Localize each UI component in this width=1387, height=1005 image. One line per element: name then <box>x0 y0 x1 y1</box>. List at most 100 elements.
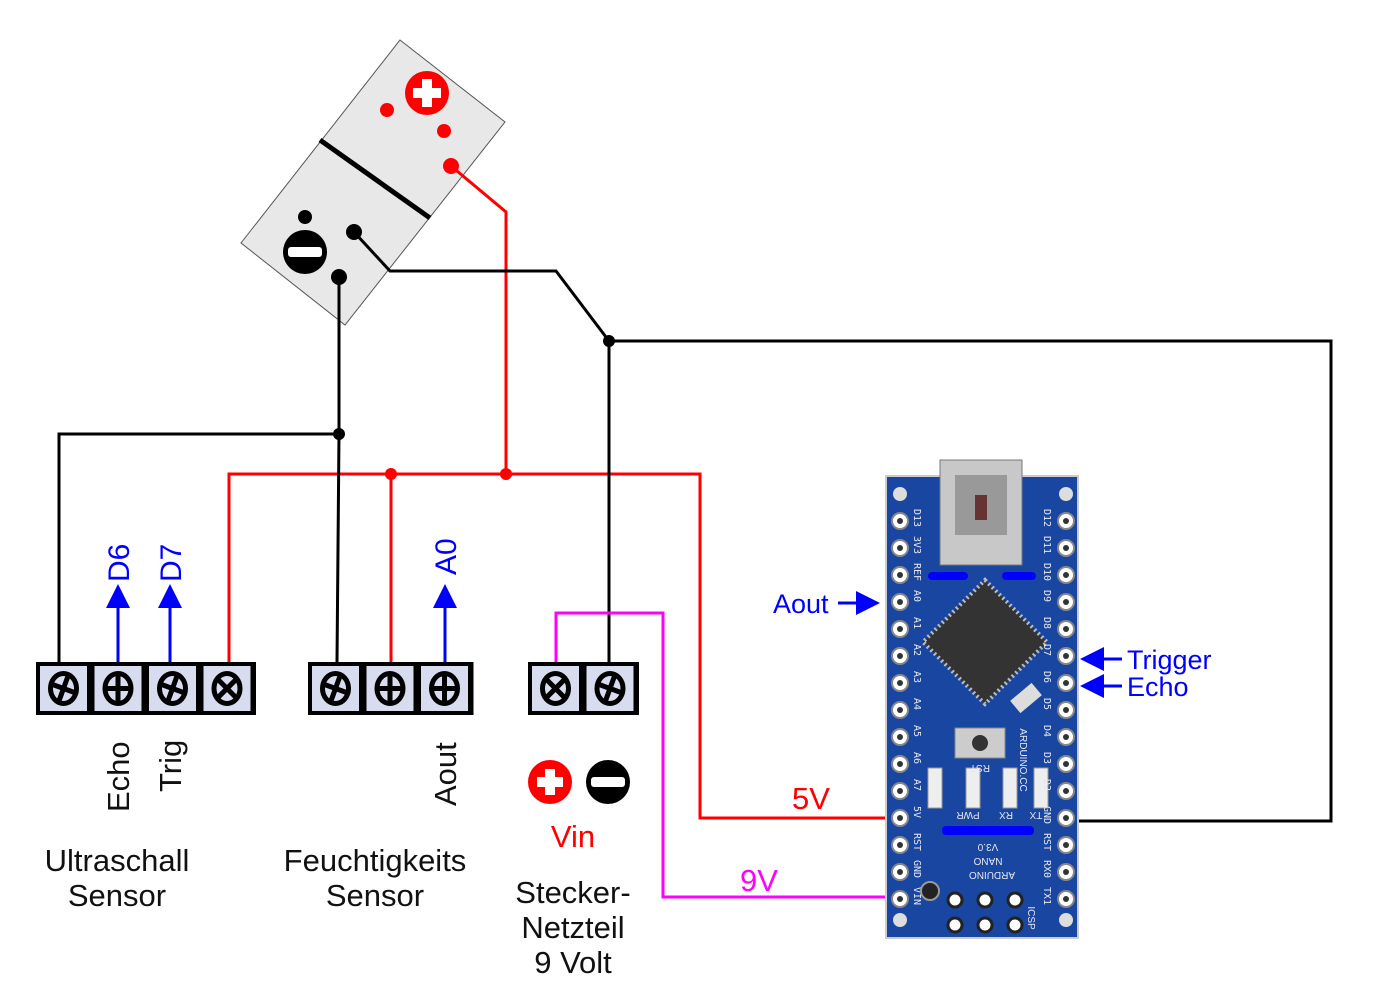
pin-label: RST <box>1041 833 1052 851</box>
wire-red-5v <box>450 164 508 474</box>
board-text-arduino: ARDUINO <box>969 869 1015 880</box>
screw-icon <box>157 671 188 706</box>
pin-label: D13 <box>911 509 922 527</box>
mount-hole <box>1059 913 1073 927</box>
board-text-tx: TX <box>1029 809 1042 820</box>
plus-icon <box>528 760 572 804</box>
pin-label: D12 <box>1041 509 1052 527</box>
pin-trig: Trig <box>153 740 188 792</box>
signal-a0: A0 <box>430 538 463 575</box>
pin-label: A0 <box>911 590 922 602</box>
pin-label: GND <box>1041 806 1052 824</box>
terminal-block-power <box>528 662 639 715</box>
wires <box>57 164 1333 899</box>
pin-label: RX0 <box>1041 860 1052 878</box>
pin-label: A6 <box>911 752 922 764</box>
board-text-version: V3.0 <box>977 841 998 852</box>
wire-black-gnd2 <box>352 230 1333 823</box>
annotation-trigger: Trigger <box>1127 645 1212 675</box>
pin-aout: Aout <box>428 742 463 806</box>
pin-label: D9 <box>1041 590 1052 602</box>
pin-label: TX1 <box>1041 887 1052 905</box>
pin-label: D3 <box>1041 752 1052 764</box>
board-text-nano: NANO <box>973 855 1002 866</box>
usb-connector <box>939 459 1023 566</box>
terminal-blocks <box>36 662 639 715</box>
power-title-2: Netzteil <box>521 910 624 945</box>
pin-label: REF <box>911 563 922 581</box>
annotation-echo: Echo <box>1127 672 1189 702</box>
screw-icon <box>102 671 134 706</box>
led <box>1033 767 1049 809</box>
pin-label: VIN <box>911 887 922 905</box>
wire-red-bus <box>227 472 905 820</box>
wire-label-9v: 9V <box>740 863 778 898</box>
pin-label: 5V <box>911 806 922 818</box>
pin-label: 3V3 <box>911 536 922 554</box>
minus-icon <box>586 760 630 804</box>
led <box>965 767 981 809</box>
mount-hole <box>1059 487 1073 501</box>
led <box>927 767 943 809</box>
icsp-pin <box>1006 916 1024 934</box>
pin-label: D10 <box>1041 563 1052 581</box>
annotation-aout: Aout <box>773 589 829 619</box>
moisture-title-1: Feuchtigkeits <box>284 843 467 878</box>
ultrasonic-title-1: Ultraschall <box>45 843 190 878</box>
screw-icon <box>374 671 406 706</box>
relay <box>240 39 506 326</box>
ultrasonic-title-2: Sensor <box>68 878 166 913</box>
pin-label: RST <box>911 833 922 851</box>
pin-label: A4 <box>911 698 922 710</box>
signal-d6: D6 <box>103 544 136 582</box>
terminal-block-moisture <box>308 662 474 715</box>
board-text-rx: RX <box>999 809 1013 820</box>
moisture-title-2: Sensor <box>326 878 424 913</box>
screw-icon <box>48 671 79 706</box>
pin-label: D6 <box>1041 671 1052 683</box>
pin-label: D5 <box>1041 698 1052 710</box>
icsp-pin <box>946 916 964 934</box>
screw-icon <box>211 671 243 706</box>
icsp-pin <box>946 891 964 909</box>
screw-icon <box>429 671 460 706</box>
pin-label: D4 <box>1041 725 1052 737</box>
pin-label: D11 <box>1041 536 1052 554</box>
pin-label: D7 <box>1041 644 1052 656</box>
wire-magenta-9v <box>554 611 905 899</box>
pin-label: A7 <box>911 779 922 791</box>
board-text-rst: RST <box>970 762 990 773</box>
screw-icon <box>540 671 571 706</box>
pin-label: GND <box>911 860 922 878</box>
pin-label: A1 <box>911 617 922 629</box>
board-text-icsp: ICSP <box>1025 906 1036 930</box>
board-text-arduinocc: ARDUINO.CC <box>1017 728 1028 791</box>
pin-echo: Echo <box>101 741 136 812</box>
wire-black-gnd1 <box>335 277 341 663</box>
icsp-pin <box>976 916 994 934</box>
junctions <box>333 335 615 480</box>
led <box>1002 767 1018 809</box>
pin-label: A5 <box>911 725 922 737</box>
signal-d7: D7 <box>155 544 188 582</box>
screw-icon <box>320 671 351 706</box>
pin-label: A2 <box>911 644 922 656</box>
microcontroller-chip <box>920 577 1050 707</box>
icsp-pin <box>1006 891 1024 909</box>
mount-hole <box>893 487 907 501</box>
wire-label-5v: 5V <box>792 781 830 816</box>
terminal-block-ultrasonic <box>36 662 256 715</box>
power-title-1: Stecker- <box>515 875 630 910</box>
screw-icon <box>594 671 626 706</box>
vin-label: Vin <box>551 819 595 854</box>
plus-circle-icon <box>405 71 449 115</box>
mount-hole <box>893 913 907 927</box>
board-text-pwr: PWR <box>956 809 979 820</box>
pin-label: D8 <box>1041 617 1052 629</box>
power-title-3: 9 Volt <box>534 945 612 980</box>
pin-label: D2 <box>1041 779 1052 791</box>
icsp-pin <box>976 891 994 909</box>
pin-label: A3 <box>911 671 922 683</box>
